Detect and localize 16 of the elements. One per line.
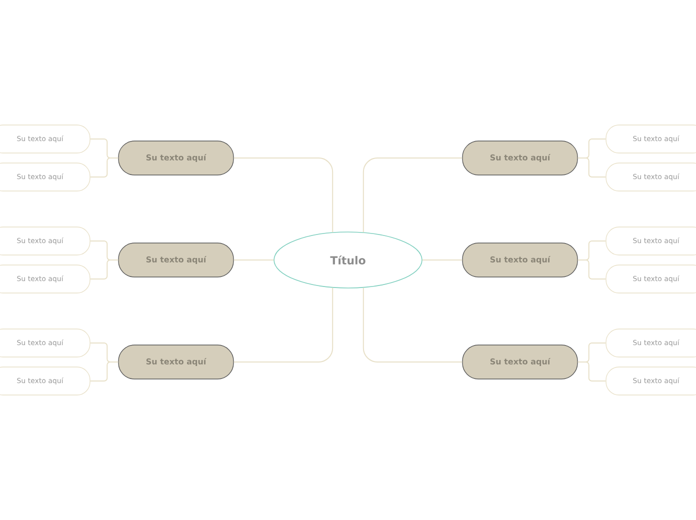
connector (90, 260, 119, 280)
connector (233, 158, 334, 233)
topic-box: Su texto aquí (118, 344, 234, 380)
topic-box: Su texto aquí (118, 140, 234, 176)
topic-box: Su texto aquí (118, 242, 234, 278)
topic-box: Su texto aquí (462, 140, 578, 176)
connector (577, 362, 606, 382)
topic-box: Su texto aquí (462, 242, 578, 278)
connector (90, 158, 119, 178)
topic-box: Su texto aquí (462, 344, 578, 380)
connector (577, 260, 606, 280)
connector (233, 287, 334, 362)
connector (577, 158, 606, 178)
connector (90, 362, 119, 382)
connector (362, 158, 463, 233)
connector (362, 287, 463, 362)
